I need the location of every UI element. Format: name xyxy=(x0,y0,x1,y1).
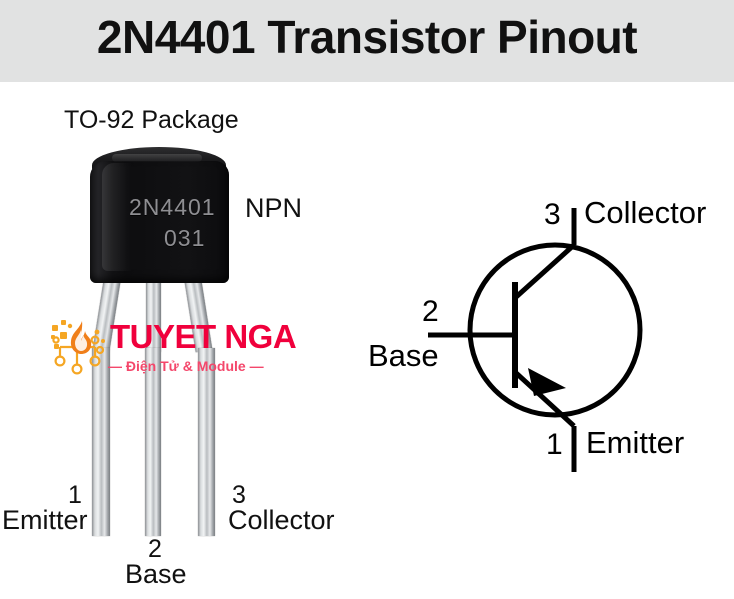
collector-slope xyxy=(513,243,576,300)
npn-schematic-panel: 3 Collector 2 Base 1 Emitter xyxy=(360,190,734,490)
transistor-envelope-circle xyxy=(467,242,643,418)
to92-package-face xyxy=(90,161,229,283)
to92-package-top-slit xyxy=(112,154,202,162)
package-marking-part-number: 2N4401 xyxy=(129,194,216,220)
to92-package-body: 2N4401 031 xyxy=(90,147,229,283)
schematic-terminal-2-number: 2 xyxy=(422,295,439,328)
schematic-terminal-1-number: 1 xyxy=(546,428,563,461)
to92-package-highlight xyxy=(102,163,132,271)
lead-emitter-upper xyxy=(92,276,121,353)
lead-emitter-lower xyxy=(92,348,110,536)
package-marking-date-code: 031 xyxy=(164,225,206,251)
photo-pin-2-name: Base xyxy=(125,559,187,589)
header-band: 2N4401 Transistor Pinout xyxy=(0,0,734,82)
package-caption: TO-92 Package xyxy=(64,106,239,134)
page-title: 2N4401 Transistor Pinout xyxy=(96,11,638,63)
emitter-slope xyxy=(513,370,576,428)
schematic-terminal-2-name: Base xyxy=(368,338,439,373)
photo-pin-1-number: 1 xyxy=(68,481,82,509)
photo-pin-3-number: 3 xyxy=(232,481,246,509)
transistor-type-caption: NPN xyxy=(245,193,303,223)
schematic-terminal-1-name: Emitter xyxy=(586,425,685,460)
lead-base-lower xyxy=(145,348,161,536)
watermark: TUYET NGA — Điện Tử & Module — xyxy=(48,316,297,388)
lead-collector-lower xyxy=(198,348,215,536)
lead-base-upper xyxy=(146,278,161,352)
photo-pin-2-number: 2 xyxy=(148,535,162,563)
photo-pin-3-name: Collector xyxy=(228,505,335,535)
lead-collector-upper xyxy=(184,276,213,353)
npn-transistor-symbol xyxy=(428,208,643,472)
schematic-terminal-3-name: Collector xyxy=(584,195,707,230)
watermark-tagline: — Điện Tử & Module — xyxy=(108,358,264,374)
emitter-arrow-icon xyxy=(528,368,566,396)
schematic-terminal-3-number: 3 xyxy=(544,198,561,231)
photo-pin-1-name: Emitter xyxy=(2,505,88,535)
